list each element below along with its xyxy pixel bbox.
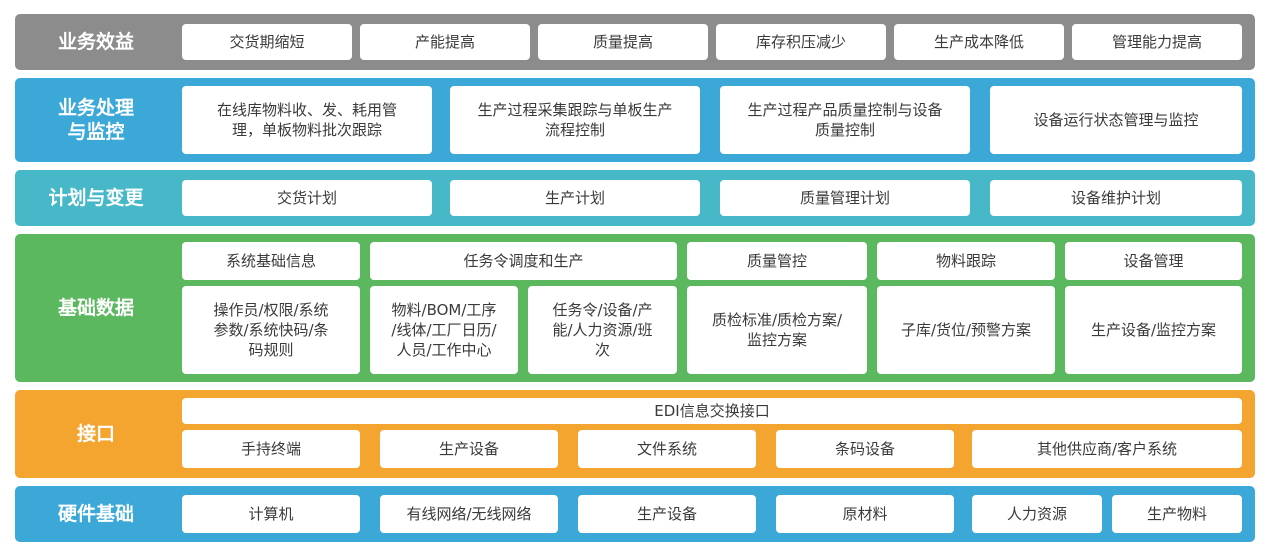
- interface-edi: EDI信息交换接口: [182, 398, 1242, 424]
- base-detail-equipment: 生产设备/监控方案: [1065, 286, 1242, 374]
- band-hardware: 硬件基础 计算机 有线网络/无线网络 生产设备 原材料 人力资源 生产物料: [15, 486, 1255, 542]
- interface-item-handheld: 手持终端: [182, 430, 360, 468]
- band-label-process: 业务处理 与监控: [57, 97, 134, 143]
- band-label-interface: 接口: [76, 423, 115, 445]
- plan-item-delivery: 交货计划: [182, 180, 432, 216]
- interface-item-filesystem: 文件系统: [578, 430, 756, 468]
- hardware-item-network: 有线网络/无线网络: [380, 495, 558, 533]
- benefit-item-delivery: 交货期缩短: [182, 24, 352, 60]
- base-header-material: 物料跟踪: [877, 242, 1055, 280]
- base-detail-task: 任务令/设备/产 能/人力资源/班 次: [528, 286, 677, 374]
- interface-item-equipment: 生产设备: [380, 430, 558, 468]
- band-label-base: 基础数据: [57, 297, 134, 319]
- benefit-item-quality: 质量提高: [538, 24, 708, 60]
- process-item-material: 在线库物料收、发、耗用管 理，单板物料批次跟踪: [182, 86, 432, 154]
- process-item-equipment-monitor: 设备运行状态管理与监控: [990, 86, 1242, 154]
- plan-item-production: 生产计划: [450, 180, 700, 216]
- hardware-item-equipment: 生产设备: [578, 495, 756, 533]
- base-detail-quality: 质检标准/质检方案/ 监控方案: [687, 286, 867, 374]
- base-header-quality: 质量管控: [687, 242, 867, 280]
- process-item-quality-control: 生产过程产品质量控制与设备 质量控制: [720, 86, 970, 154]
- band-label-plan: 计划与变更: [48, 187, 144, 209]
- band-interface: 接口 EDI信息交换接口 手持终端 生产设备 文件系统 条码设备 其他供应商/客…: [15, 390, 1255, 478]
- plan-item-maintenance: 设备维护计划: [990, 180, 1242, 216]
- band-plan-change: 计划与变更 交货计划 生产计划 质量管理计划 设备维护计划: [15, 170, 1255, 226]
- hardware-item-hr: 人力资源: [972, 495, 1102, 533]
- interface-item-barcode: 条码设备: [776, 430, 954, 468]
- band-label-benefit: 业务效益: [57, 31, 134, 53]
- hardware-item-raw-material: 原材料: [776, 495, 954, 533]
- base-detail-material: 子库/货位/预警方案: [877, 286, 1055, 374]
- process-item-tracking: 生产过程采集跟踪与单板生产 流程控制: [450, 86, 700, 154]
- band-label-hardware: 硬件基础: [57, 503, 134, 525]
- base-header-equipment: 设备管理: [1065, 242, 1242, 280]
- benefit-item-capacity: 产能提高: [360, 24, 530, 60]
- benefit-item-cost: 生产成本降低: [894, 24, 1064, 60]
- benefit-item-management: 管理能力提高: [1072, 24, 1242, 60]
- band-business-benefit: 业务效益 交货期缩短 产能提高 质量提高 库存积压减少 生产成本降低 管理能力提…: [15, 14, 1255, 70]
- plan-item-quality: 质量管理计划: [720, 180, 970, 216]
- hardware-item-computer: 计算机: [182, 495, 360, 533]
- base-header-system-info: 系统基础信息: [182, 242, 360, 280]
- hardware-item-production-material: 生产物料: [1112, 495, 1242, 533]
- benefit-item-inventory: 库存积压减少: [716, 24, 886, 60]
- interface-item-supplier: 其他供应商/客户系统: [972, 430, 1242, 468]
- band-process-monitoring: 业务处理 与监控 在线库物料收、发、耗用管 理，单板物料批次跟踪 生产过程采集跟…: [15, 78, 1255, 162]
- base-header-task-scheduling: 任务令调度和生产: [370, 242, 677, 280]
- band-base-data: 基础数据 系统基础信息 任务令调度和生产 质量管控 物料跟踪 设备管理 操作员/…: [15, 234, 1255, 382]
- base-detail-bom: 物料/BOM/工序 /线体/工厂日历/ 人员/工作中心: [370, 286, 518, 374]
- base-detail-system-info: 操作员/权限/系统 参数/系统快码/条 码规则: [182, 286, 360, 374]
